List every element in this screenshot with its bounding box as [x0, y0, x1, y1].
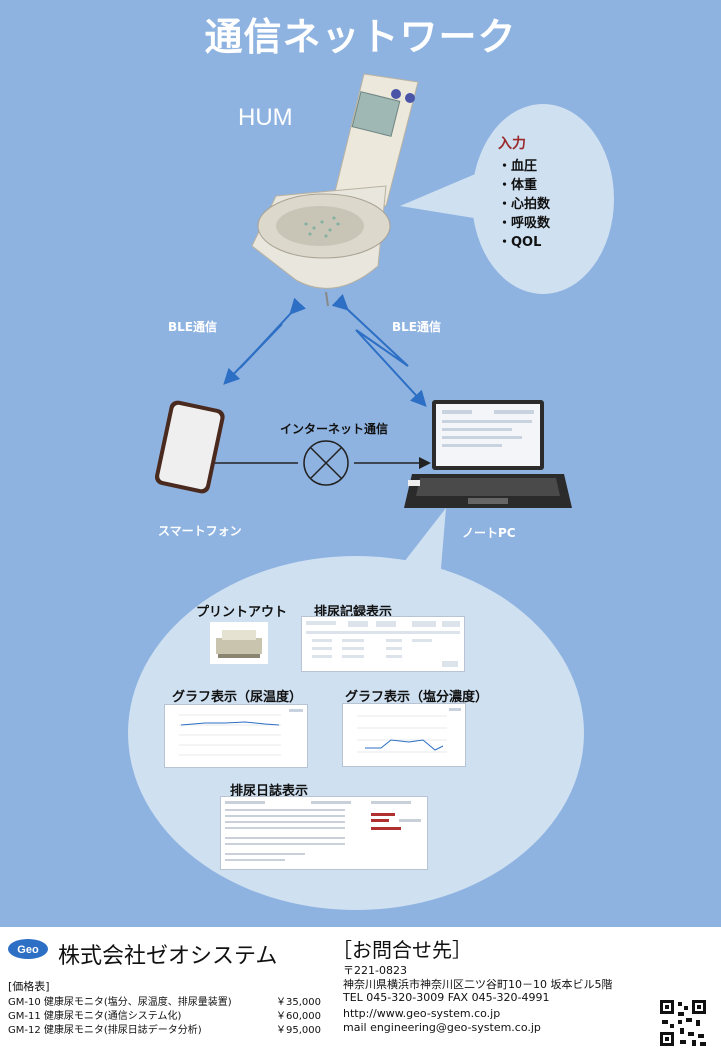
record-screen-thumbnail [301, 616, 465, 672]
graph-salt-label: グラフ表示（塩分濃度） [345, 690, 489, 705]
hum-device-image [251, 73, 419, 306]
price-value-gm10: ￥35,000 [276, 997, 321, 1008]
ble-arrows [193, 293, 431, 486]
smartphone-image [154, 400, 225, 494]
ble-label-left: BLE通信 [168, 320, 217, 334]
diary-label: 排尿日誌表示 [230, 784, 309, 799]
graph-temp-label: グラフ表示（尿温度） [172, 690, 303, 705]
smartphone-label: スマートフォン [158, 524, 242, 538]
geo-logo-text: Geo [17, 944, 39, 956]
input-item-respiration: ・呼吸数 [498, 216, 551, 231]
price-value-gm11: ￥60,000 [276, 1011, 321, 1022]
input-item-qol: ・QOL [498, 235, 542, 250]
contact-url[interactable]: http://www.geo-system.co.jp [343, 1007, 501, 1020]
input-speech-bubble [472, 104, 614, 294]
hum-label: HUM [238, 104, 293, 131]
diary-screen-thumbnail [220, 796, 428, 870]
contact-mail[interactable]: mail engineering@geo-system.co.jp [343, 1021, 541, 1034]
hum-collector [251, 185, 391, 306]
price-row-gm10: GM-10 健康尿モニタ(塩分、尿温度、排尿量装置) [8, 997, 232, 1008]
ble-arrow-right [331, 293, 427, 407]
price-row-gm11: GM-11 健康尿モニタ(通信システム化) [8, 1011, 182, 1022]
price-heading: [価格表] [8, 980, 50, 993]
notepc-label: ノートPC [462, 526, 516, 540]
printout-label: プリントアウト [196, 605, 288, 620]
input-title: 入力 [498, 136, 526, 152]
graph-salt-thumbnail [342, 703, 466, 767]
contact-tel-fax: TEL 045-320-3009 FAX 045-320-4991 [343, 991, 550, 1004]
input-item-heart-rate: ・心拍数 [498, 197, 551, 212]
printer-image [210, 622, 268, 664]
graph-temp-thumbnail [164, 704, 308, 768]
contact-heading: ［お問合せ先］ [332, 938, 472, 962]
qr-code-icon [658, 998, 708, 1048]
contact-address: 神奈川県横浜市神奈川区二ツ谷町10－10 坂本ビル5階 [343, 978, 613, 991]
contact-zip: 〒221-0823 [343, 964, 407, 977]
footer [0, 927, 721, 1054]
price-value-gm12: ￥95,000 [276, 1025, 321, 1036]
internet-crossed-circle-icon [303, 440, 349, 486]
page-title: 通信ネットワーク [204, 15, 517, 59]
geo-logo: Geo [8, 939, 48, 959]
internet-label: インターネット通信 [280, 422, 389, 436]
price-row-gm12: GM-12 健康尿モニタ(排尿日誌データ分析) [8, 1025, 202, 1036]
ble-arrow-left [223, 297, 307, 385]
input-bubble-tail [400, 172, 486, 220]
input-item-weight: ・体重 [498, 178, 538, 193]
company-name: 株式会社ゼオシステム [58, 944, 278, 969]
input-item-blood-pressure: ・血圧 [498, 159, 538, 174]
laptop-image [404, 400, 572, 508]
input-list: 入力 ・血圧 ・体重 ・心拍数 ・呼吸数 ・QOL [498, 133, 550, 252]
hum-monitor [333, 73, 419, 207]
output-bubble-tail [390, 508, 446, 580]
